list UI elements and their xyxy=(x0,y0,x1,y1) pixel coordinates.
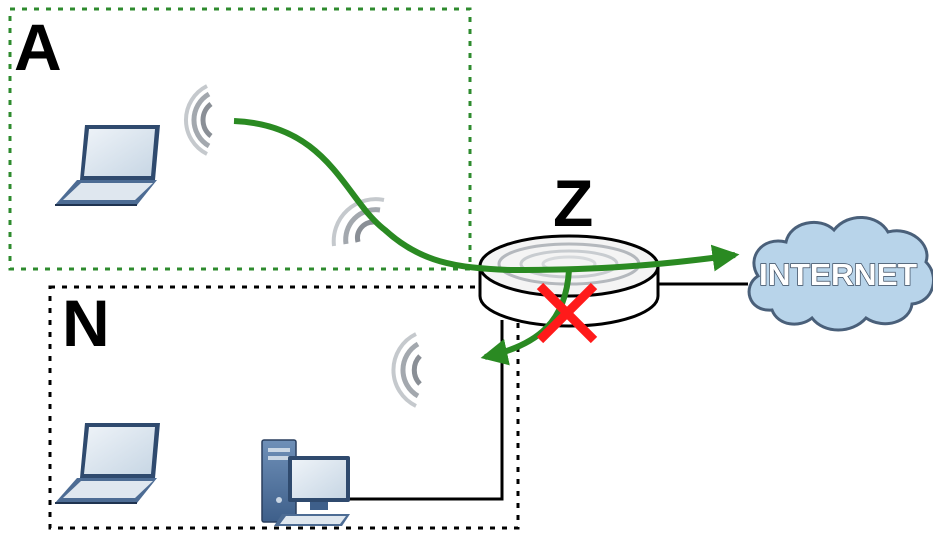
laptop-icon xyxy=(55,125,160,206)
zone-a-label: A xyxy=(14,10,62,84)
router-to-desktop-cable xyxy=(348,320,504,501)
signal-icon xyxy=(391,332,422,408)
wireless-router-icon: Z xyxy=(478,166,660,328)
cloud-icon: INTERNET xyxy=(747,216,933,332)
cables xyxy=(348,282,748,501)
zone-n-label: N xyxy=(62,286,110,360)
laptop-icon xyxy=(55,423,160,504)
desktop-computer-icon xyxy=(261,439,350,526)
zone-n: N xyxy=(48,285,520,530)
cloud-label: INTERNET xyxy=(759,257,917,292)
zone-n-border xyxy=(48,285,520,530)
x-mark-icon xyxy=(536,282,598,344)
zone-a-border xyxy=(8,7,472,271)
zone-a: A xyxy=(8,7,472,271)
allowed-traffic-arrow xyxy=(233,118,740,274)
signal-icon xyxy=(331,197,385,247)
signal-icon xyxy=(184,84,213,156)
router-label: Z xyxy=(553,166,593,240)
